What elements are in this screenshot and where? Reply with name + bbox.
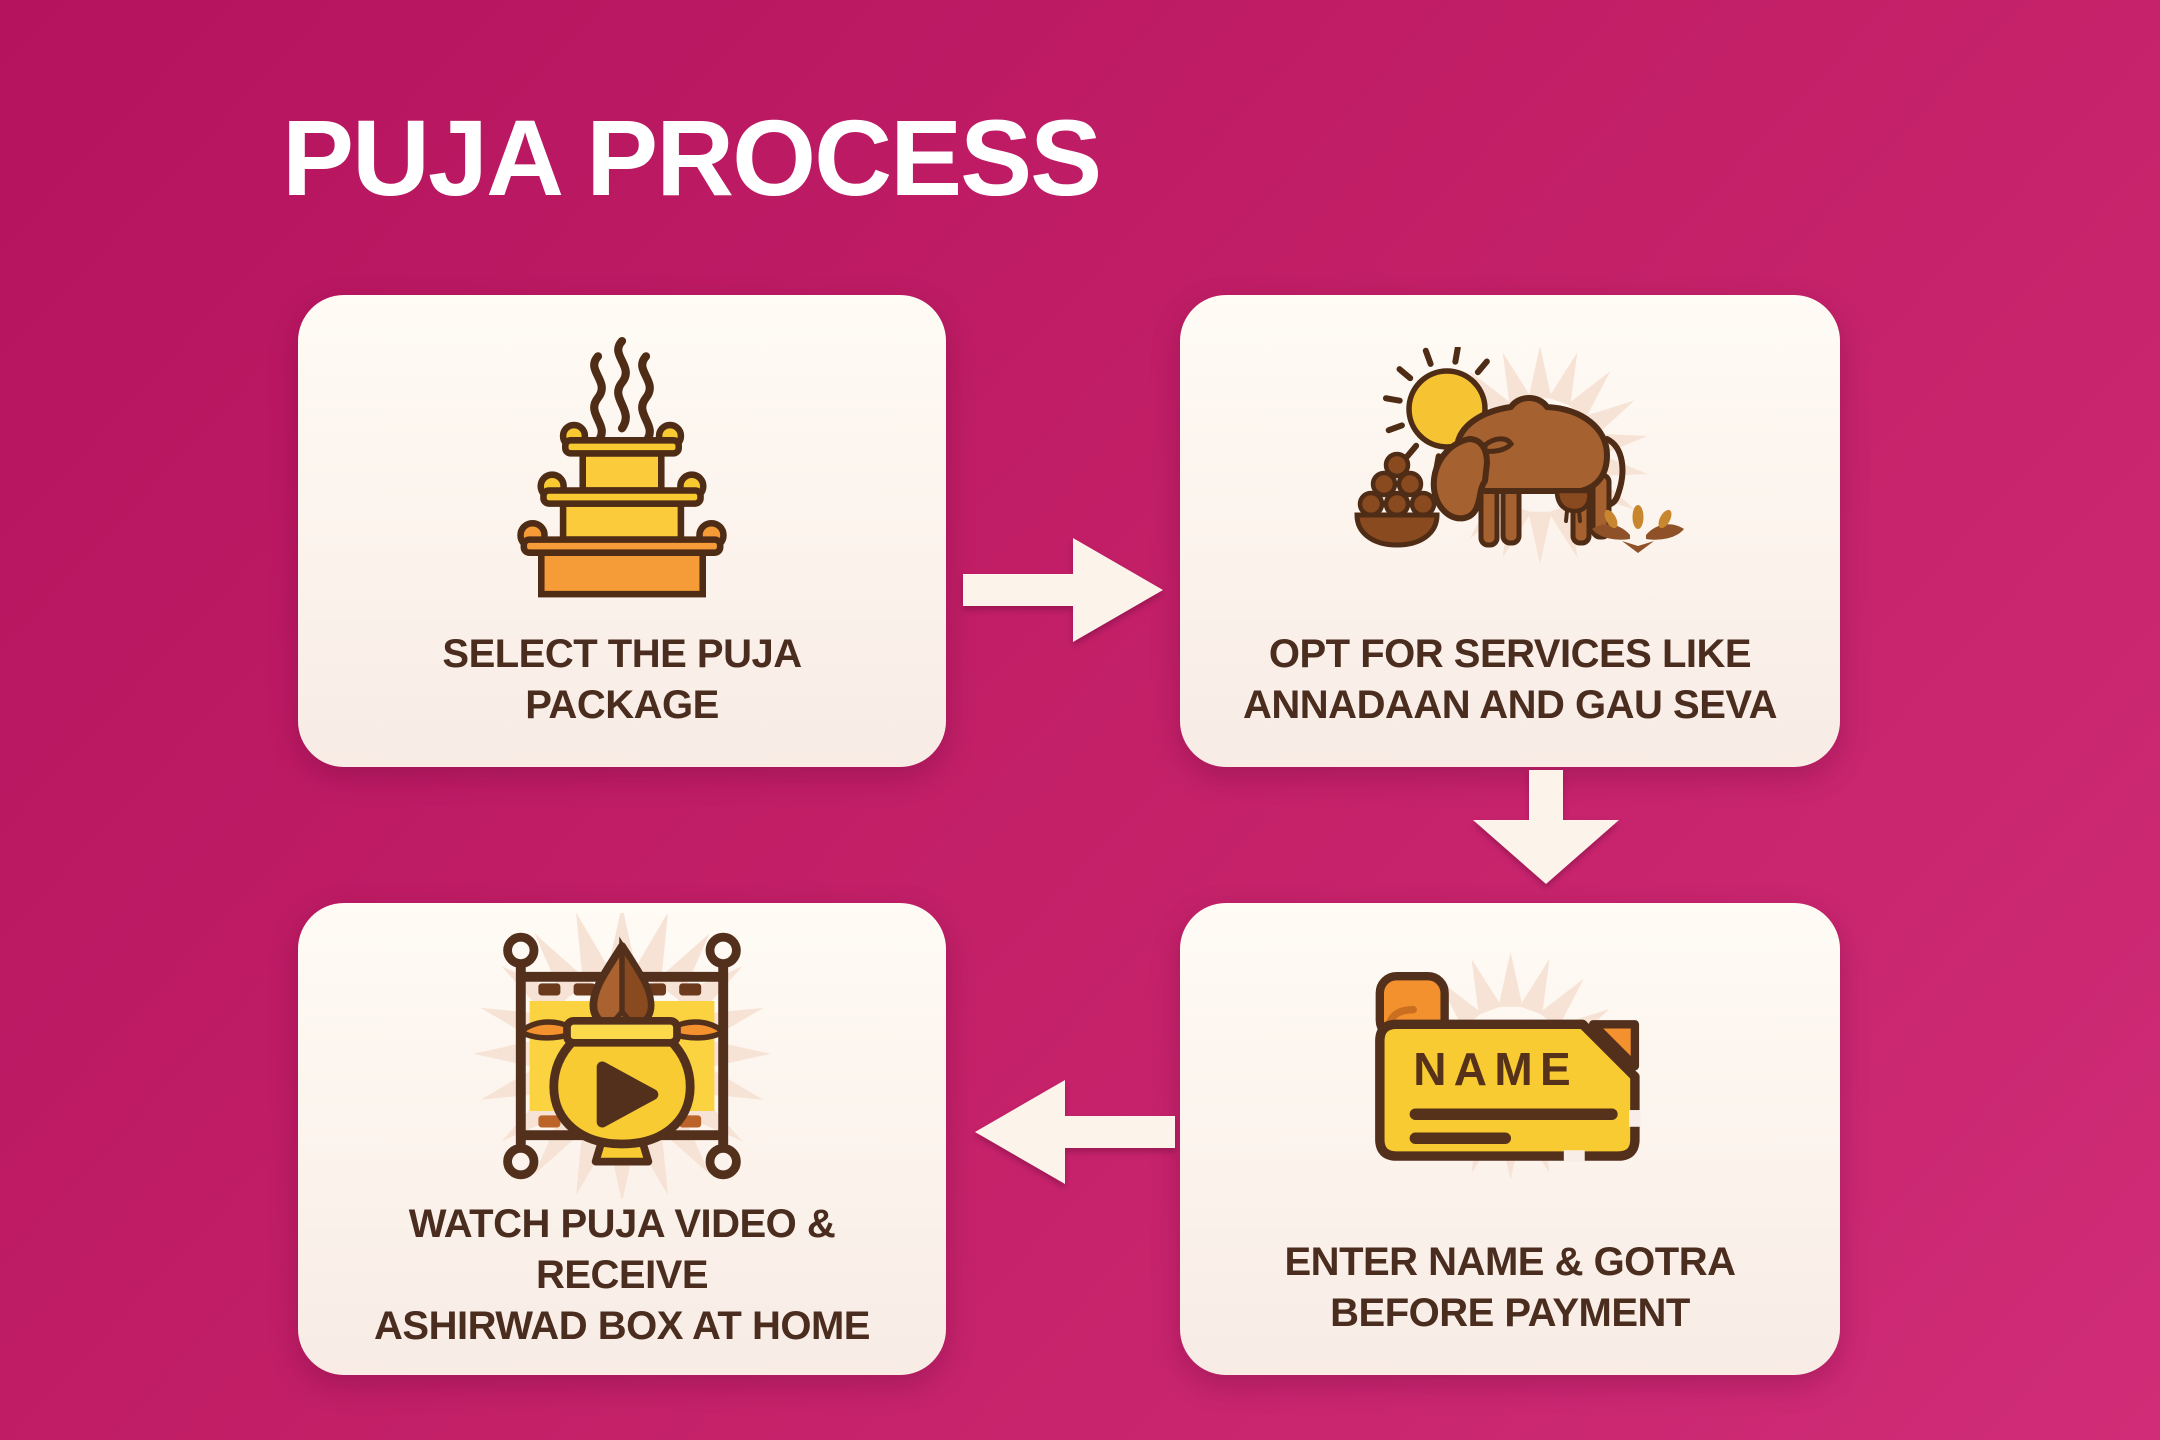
puja-video-kalash-icon <box>457 903 787 1199</box>
cow-icon <box>1430 394 1626 548</box>
step-card-watch-video: WATCH PUJA VIDEO & RECEIVE ASHIRWAD BOX … <box>298 903 946 1375</box>
flow-arrow-right-icon <box>963 538 1163 642</box>
arrow-head <box>975 1080 1065 1184</box>
step-caption: WATCH PUJA VIDEO & RECEIVE ASHIRWAD BOX … <box>298 1199 946 1389</box>
caption-line: BEFORE PAYMENT <box>1330 1290 1690 1335</box>
arrow-shaft <box>1059 1116 1175 1148</box>
page-title: PUJA PROCESS <box>282 97 1102 218</box>
name-scroll-icon: NAME <box>1338 903 1683 1237</box>
step-caption: ENTER NAME & GOTRA BEFORE PAYMENT <box>1257 1237 1764 1375</box>
pot-rim <box>563 1016 681 1047</box>
scroll-name-text: NAME <box>1413 1043 1578 1095</box>
flow-arrow-left-icon <box>975 1080 1175 1184</box>
smoke-icon <box>590 337 654 446</box>
step-caption: OPT FOR SERVICES LIKE ANNADAAN AND GAU S… <box>1215 629 1805 767</box>
laddoo-bowl-icon <box>1354 451 1440 548</box>
plants-icon <box>1592 504 1684 553</box>
step-card-opt-services: OPT FOR SERVICES LIKE ANNADAAN AND GAU S… <box>1180 295 1840 767</box>
arrow-shaft <box>1529 770 1563 822</box>
caption-line: PACKAGE <box>525 682 719 727</box>
arrow-head <box>1473 820 1619 884</box>
flow-arrow-down-icon <box>1473 770 1619 884</box>
scroll-banner <box>1374 1019 1640 1162</box>
caption-line: ANNADAAN AND GAU SEVA <box>1243 682 1777 727</box>
caption-line: ASHIRWAD BOX AT HOME <box>374 1304 870 1349</box>
step-card-select-puja-package: SELECT THE PUJA PACKAGE <box>298 295 946 767</box>
arrow-shaft <box>963 574 1081 606</box>
caption-line: OPT FOR SERVICES LIKE <box>1268 631 1752 676</box>
step-card-enter-name-gotra: NAME ENTER NAME & GOTRA BEFORE PAYMENT <box>1180 903 1840 1375</box>
scroll-fold <box>1588 1020 1639 1071</box>
puja-offering-tiers-icon <box>502 295 742 629</box>
cow-grazing-gau-seva-icon <box>1335 295 1685 629</box>
step-caption: SELECT THE PUJA PACKAGE <box>414 629 829 767</box>
caption-line: WATCH PUJA VIDEO & RECEIVE <box>408 1202 836 1298</box>
play-icon <box>596 1061 659 1128</box>
arrow-head <box>1073 538 1163 642</box>
caption-line: SELECT THE PUJA <box>442 631 802 676</box>
kalash-icon <box>515 936 729 1166</box>
caption-line: ENTER NAME & GOTRA <box>1284 1239 1737 1284</box>
